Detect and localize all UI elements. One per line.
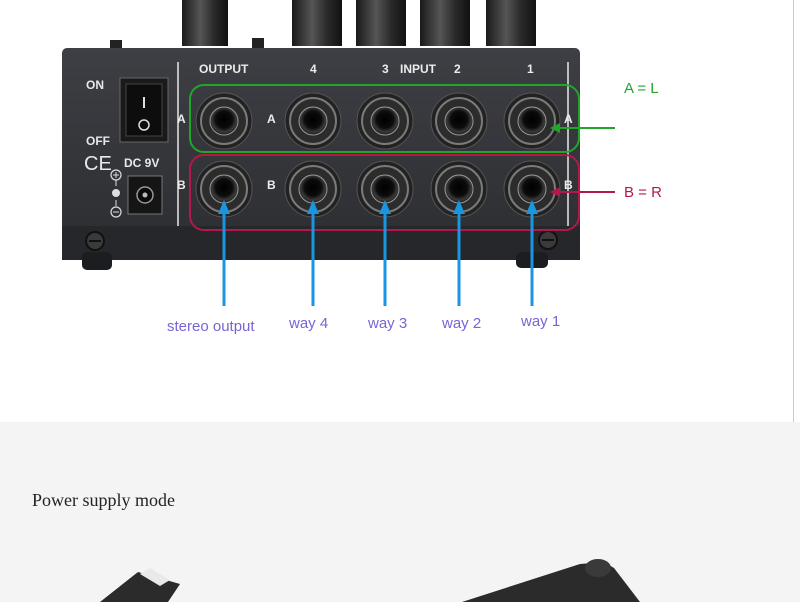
audio-jack bbox=[195, 160, 253, 218]
ce-mark: CE bbox=[84, 153, 112, 175]
way-2-label: way 2 bbox=[442, 315, 482, 332]
legend-b-arrow bbox=[550, 187, 615, 197]
power-supply-section: Power supply mode bbox=[0, 422, 800, 602]
jack-row-a bbox=[195, 92, 561, 150]
row-a-letter: A bbox=[267, 112, 276, 126]
channel-2-heading: 2 bbox=[454, 62, 461, 76]
audio-jack bbox=[356, 92, 414, 150]
device-photo-preview bbox=[100, 559, 640, 602]
audio-jack bbox=[195, 92, 253, 150]
dc-jack bbox=[127, 175, 163, 215]
way-4-label: way 4 bbox=[289, 315, 329, 332]
pointer-arrow bbox=[526, 200, 538, 306]
legend-a-arrow bbox=[550, 123, 615, 133]
row-b-letter: B bbox=[564, 178, 573, 192]
output-heading: OUTPUT bbox=[199, 62, 249, 76]
pointer-arrow bbox=[307, 200, 319, 306]
pointer-arrow bbox=[453, 200, 465, 306]
diagram-section: ON OFF CE DC 9V OUTPUT 4 3 INPUT 2 1 bbox=[62, 0, 794, 422]
legend-a-label: A = L bbox=[624, 80, 659, 97]
way-1-label: way 1 bbox=[521, 313, 561, 330]
channel-header: OUTPUT 4 3 INPUT 2 1 bbox=[199, 62, 534, 76]
stereo-output-label: stereo output bbox=[167, 318, 255, 335]
divider bbox=[793, 0, 794, 422]
row-a-highlight bbox=[189, 84, 580, 153]
audio-jack bbox=[503, 92, 561, 150]
channel-3-heading: 3 bbox=[382, 62, 389, 76]
pointer-arrows bbox=[218, 200, 538, 306]
input-heading: INPUT bbox=[400, 62, 437, 76]
audio-jack bbox=[430, 160, 488, 218]
audio-jack bbox=[356, 160, 414, 218]
row-b-letter: B bbox=[267, 178, 276, 192]
knobs bbox=[110, 0, 536, 50]
section-title: Power supply mode bbox=[32, 490, 175, 510]
row-b-letter: B bbox=[177, 178, 186, 192]
off-label: OFF bbox=[86, 134, 110, 148]
channel-4-heading: 4 bbox=[310, 62, 317, 76]
audio-jack bbox=[430, 92, 488, 150]
audio-jack bbox=[284, 160, 342, 218]
dc-label: DC 9V bbox=[124, 156, 159, 170]
pointer-arrow bbox=[218, 200, 230, 306]
power-switch bbox=[119, 77, 169, 143]
on-label: ON bbox=[86, 78, 104, 92]
pointer-arrow bbox=[379, 200, 391, 306]
audio-jack bbox=[284, 92, 342, 150]
channel-1-heading: 1 bbox=[527, 62, 534, 76]
legend-b-label: B = R bbox=[624, 184, 662, 201]
device-diagram: ON OFF CE DC 9V OUTPUT 4 3 INPUT 2 1 bbox=[62, 0, 615, 306]
polarity-icon bbox=[110, 169, 122, 218]
way-3-label: way 3 bbox=[368, 315, 408, 332]
row-a-letter: A bbox=[177, 112, 186, 126]
row-a-letter: A bbox=[564, 112, 573, 126]
